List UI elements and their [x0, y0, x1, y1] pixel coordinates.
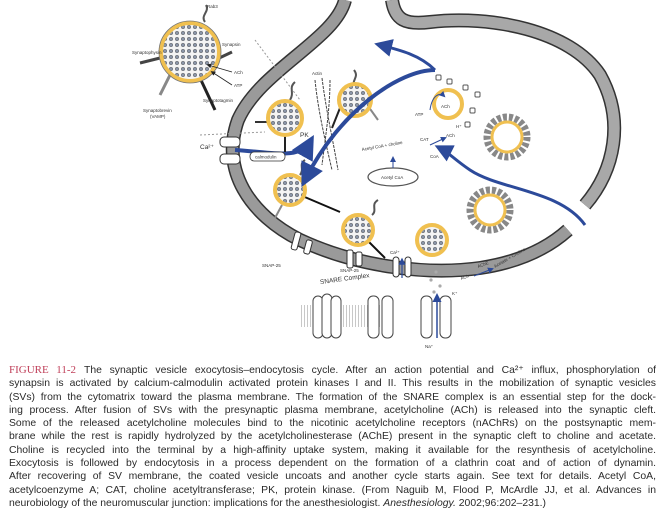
caption-line: (SVs) from the cytomatrix toward the pla… [9, 391, 656, 403]
label-pk: PK [300, 132, 309, 139]
mobilization-arrow [374, 39, 437, 72]
label-ach-3: ACh [446, 133, 455, 138]
label-synapsin: Synapsin [222, 42, 241, 47]
vesicle-docked [341, 199, 386, 259]
vesicle-reserve [255, 81, 304, 152]
journal-name: Anesthesiology. [383, 497, 456, 509]
label-calmodulin: calmodulin [255, 155, 277, 160]
label-synaptobrevin: Synaptobrevin [143, 108, 172, 113]
nachr-receptor [367, 295, 394, 339]
vesicle-fusing [415, 223, 449, 294]
calcium-channel [219, 136, 241, 148]
synaptic-vesicle-detail [139, 4, 233, 111]
snare-proteins [290, 231, 412, 278]
vesicle-filling [429, 88, 464, 120]
caption-line: Choline is recycled into the terminal by… [9, 444, 656, 456]
label-snap25-b: SNAP-25 [340, 268, 359, 273]
calcium-channel [219, 153, 241, 165]
label-ca-2: Ca²⁺ [390, 250, 400, 255]
caption-line: After recovering of SV membrane, the coa… [9, 471, 656, 483]
label-atp: ATP [234, 83, 242, 88]
label-k-plus: K⁺ [452, 291, 458, 296]
label-vamp: (VAMP) [150, 114, 166, 119]
callout-line [199, 131, 266, 136]
recycling-arrow [301, 68, 436, 188]
label-mito: Acetyl CoA [381, 175, 403, 180]
nachr-receptor-open [420, 295, 452, 339]
actin-filament [314, 77, 339, 171]
synaptic-cycle-diagram: calmodulin Ca²⁺ Actin PK Rab3 Synapsin S… [132, 0, 622, 349]
clathrin-coated-vesicle [483, 113, 531, 161]
choline-uptake-arrow [434, 145, 587, 226]
label-ca: Ca²⁺ [200, 144, 214, 151]
label-rab3: Rab3 [207, 4, 218, 9]
calmodulin-box [249, 151, 286, 162]
callout-line [254, 39, 301, 101]
label-synaptotagmin: Synaptotagmin [203, 98, 234, 103]
label-na-plus: Na⁺ [425, 344, 434, 349]
label-coa: CoA [430, 154, 439, 159]
caption-line: Some of the released acetylcholine molec… [9, 418, 656, 430]
label-h-plus: H⁺ [456, 124, 462, 129]
caption-line: ing process. After fusion of SVs with th… [9, 404, 656, 416]
figure-label: FIGURE 11-2 [9, 364, 77, 376]
caption-line: acetylcoenzyme A; CAT, choline acetyltra… [9, 484, 656, 496]
label-snare-complex: SNARE Complex [320, 272, 371, 286]
label-actin: Actin [312, 71, 323, 76]
label-ach-cleft: ACh [460, 273, 470, 281]
caption-line: neurobiology of the neuromuscular juncti… [9, 497, 547, 509]
caption-line: Exocytosis is followed by endocytosis in… [9, 458, 656, 470]
vesicle-mobilized [273, 159, 341, 219]
label-ache: AChE [477, 260, 490, 269]
uncoated-fragments [435, 74, 481, 128]
label-cat: CAT [420, 137, 429, 142]
label-snap25-a: SNAP-25 [262, 263, 281, 268]
caption-line: synapsin is activated by calcium-calmodu… [9, 378, 656, 390]
label-reaction: Acetyl CoA + choline [361, 140, 403, 152]
coated-pit [466, 186, 514, 234]
label-synaptophysin: Synaptophysin [132, 50, 162, 55]
caption-line: brane while the rest is rapidly hydrolyz… [9, 431, 656, 443]
label-atp-2: ATP [415, 112, 423, 117]
nachr-receptor [312, 293, 342, 339]
diagram-svg: calmodulin Ca²⁺ Actin PK Rab3 Synapsin S… [132, 0, 622, 349]
label-ach: ACh [234, 70, 243, 75]
label-ach-2: ACh [441, 104, 450, 109]
